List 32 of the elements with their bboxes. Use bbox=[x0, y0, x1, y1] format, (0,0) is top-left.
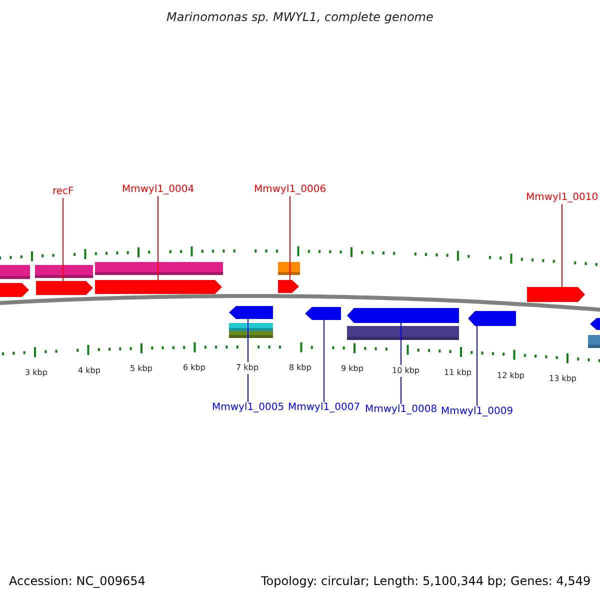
gene-feature bbox=[305, 307, 341, 320]
scale-label: 9 kbp bbox=[341, 363, 364, 376]
gene-label: Mmwyl1_0008 bbox=[365, 404, 438, 416]
gene-feature bbox=[347, 308, 459, 323]
scale-label: 7 kbp bbox=[236, 362, 258, 374]
gene-feature bbox=[527, 287, 585, 302]
scale-label: 5 kbp bbox=[130, 363, 152, 376]
footer-text: Accession: NC_009654 bbox=[9, 575, 146, 587]
scale-label: 13 kbp bbox=[549, 372, 577, 385]
scale-label: 4 kbp bbox=[78, 364, 100, 377]
gene-label: recF bbox=[52, 186, 74, 198]
gene-feature bbox=[229, 306, 273, 319]
scale-label: 12 kbp bbox=[497, 370, 525, 382]
scale-label: 8 kbp bbox=[289, 362, 312, 374]
gene-feature bbox=[36, 281, 93, 295]
footer-text: Topology: circular; Length: 5,100,344 bp; Genes: 4,549 bbox=[261, 575, 591, 587]
scale-label: 6 kbp bbox=[183, 362, 206, 374]
gene-label: Mmwyl1_0004 bbox=[122, 184, 194, 196]
gene-label: Mmwyl1_0010 bbox=[526, 192, 598, 204]
scale-label: 3 kbp bbox=[25, 367, 48, 380]
leader-line bbox=[62, 198, 64, 282]
gene-feature bbox=[278, 280, 299, 293]
title: Marinomonas sp. MWYL1, complete genome bbox=[166, 11, 434, 23]
gene-label: Mmwyl1_0007 bbox=[288, 402, 360, 414]
gene-label: Mmwyl1_0005 bbox=[212, 402, 284, 414]
gene-label: Mmwyl1_0006 bbox=[254, 184, 326, 196]
scale-label: 10 kbp bbox=[392, 364, 420, 377]
gene-feature bbox=[468, 311, 516, 326]
gene-label: Mmwyl1_0009 bbox=[441, 406, 514, 418]
gene-feature bbox=[95, 280, 222, 294]
scale-label: 11 kbp bbox=[444, 366, 472, 379]
leader-line bbox=[476, 326, 478, 406]
